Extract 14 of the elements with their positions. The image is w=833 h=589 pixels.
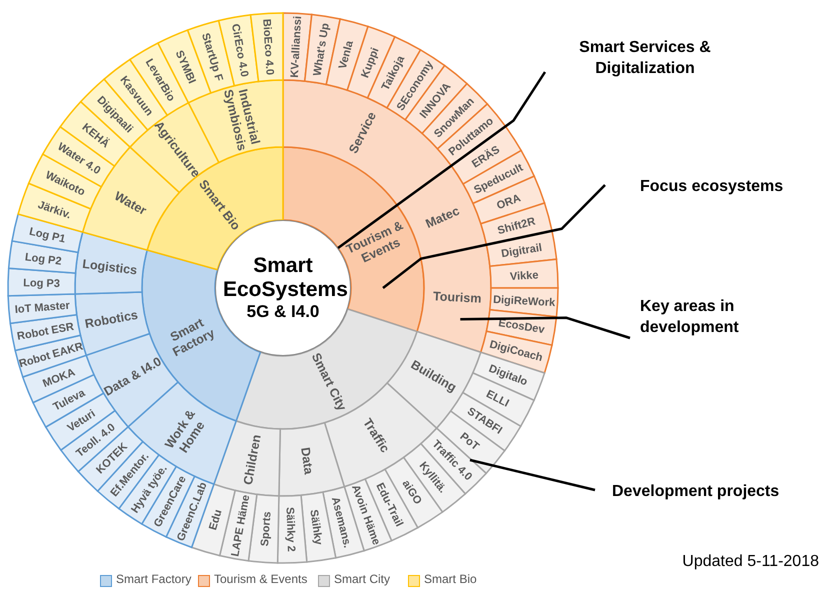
- leader-line: [337, 71, 546, 250]
- leader-line: [470, 458, 596, 492]
- callout-text: Key areas in development: [640, 297, 780, 339]
- area-segment: Data: [278, 422, 346, 497]
- update-note: Updated 5-11-2018: [682, 553, 819, 571]
- callout-text: Focus ecosystems: [640, 177, 820, 198]
- leader-line: [460, 316, 630, 340]
- callout-text: Smart Services & Digitalization: [560, 38, 730, 80]
- legend-label: Tourism & Events: [214, 572, 308, 586]
- legend-label: Smart City: [334, 572, 390, 586]
- leader-line: [382, 184, 606, 289]
- callout-text: Development projects: [612, 482, 832, 503]
- legend-label: Smart Bio: [424, 572, 477, 586]
- legend-label: Smart Factory: [116, 572, 192, 586]
